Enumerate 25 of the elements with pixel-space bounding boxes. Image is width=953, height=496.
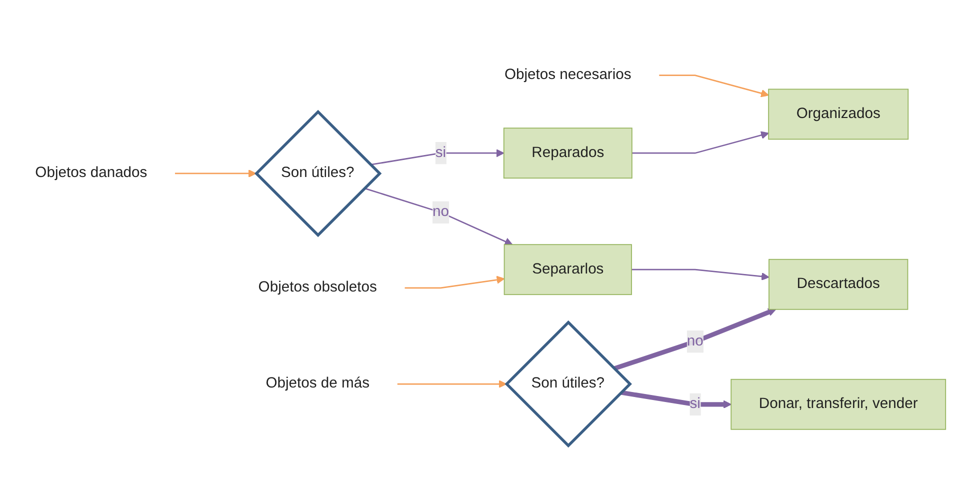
arrow	[613, 308, 776, 371]
node-box: Separarlos	[504, 244, 632, 296]
node-box: Organizados	[768, 88, 909, 140]
arrow	[397, 380, 507, 388]
node-text: Objetos de más	[266, 376, 370, 392]
node-box: Donar, transferir, vender	[730, 378, 946, 430]
arrow	[620, 390, 732, 408]
arrow	[632, 268, 770, 281]
node-diamond: Son útiles?	[254, 110, 382, 238]
node-text: Objetos obsoletos	[258, 280, 377, 296]
edge-label: no	[432, 204, 449, 220]
arrow	[364, 188, 513, 246]
edge-label: no	[686, 333, 704, 350]
node-diamond: Son útiles?	[504, 320, 632, 448]
node-box: Reparados	[503, 128, 632, 179]
edge-label: si	[690, 396, 700, 412]
arrow	[659, 74, 769, 98]
node-text: Objetos necesarios	[504, 67, 632, 83]
node-box: Descartados	[768, 258, 908, 310]
arrow	[404, 276, 505, 289]
arrow	[174, 169, 256, 178]
arrow	[370, 149, 504, 166]
node-text: Objetos danados	[35, 165, 148, 181]
arrow	[632, 131, 769, 154]
edge-label: si	[435, 144, 446, 161]
